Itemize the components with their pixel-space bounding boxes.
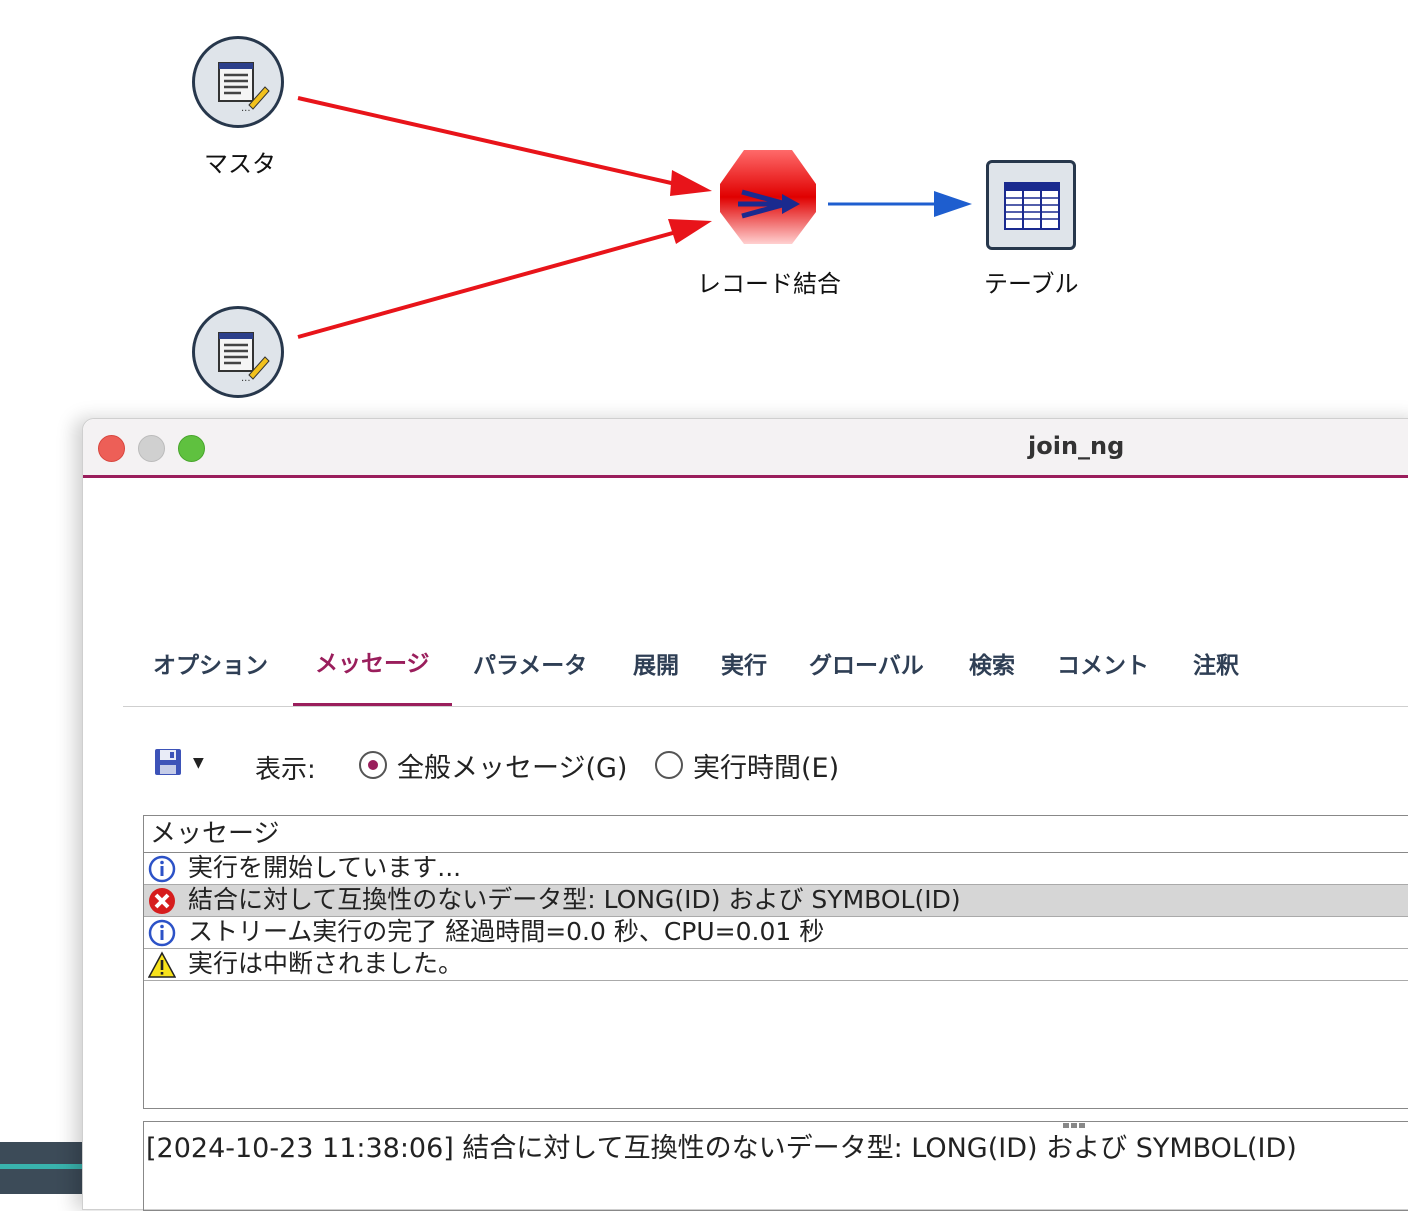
message-detail-pane: [2024-10-23 11:38:06] 結合に対して互換性のないデータ型: … [143, 1121, 1408, 1211]
tab-deploy[interactable]: 展開 [633, 653, 679, 679]
tab-annotations[interactable]: 注釈 [1193, 653, 1239, 679]
stream-canvas[interactable]: ... マスタ ... [0, 0, 1408, 420]
stream-links [297, 96, 972, 339]
pane-splitter-handle[interactable] [1063, 1113, 1093, 1128]
general-messages-label[interactable]: 全般メッセージ(G) [397, 753, 628, 784]
tab-bar: オプション メッセージ パラメータ 展開 実行 グローバル 検索 コメント 注釈 [123, 644, 1408, 707]
link-master-to-merge[interactable] [297, 96, 712, 196]
table-output-node[interactable] [986, 160, 1076, 250]
merge-node-label: レコード結合 [697, 270, 841, 298]
second-source-node[interactable]: ... [192, 306, 284, 398]
message-row[interactable]: 実行は中断されました。 [144, 949, 1408, 981]
tab-execution[interactable]: 実行 [721, 653, 767, 679]
svg-text:...: ... [241, 373, 251, 384]
table-icon [1004, 182, 1060, 230]
message-column-header[interactable]: メッセージ [144, 816, 1408, 853]
info-icon [148, 919, 176, 947]
save-icon[interactable] [153, 747, 183, 777]
message-text: ストリーム実行の完了 経過時間=0.0 秒、CPU=0.01 秒 [188, 917, 825, 946]
window-titlebar[interactable]: join_ng [83, 419, 1408, 478]
general-messages-radio[interactable] [359, 751, 387, 779]
execution-time-radio[interactable] [655, 751, 683, 779]
master-source-node[interactable]: ... [192, 36, 284, 128]
message-detail-text: [2024-10-23 11:38:06] 結合に対して互換性のないデータ型: … [146, 1133, 1297, 1164]
background-taskbar [0, 1142, 82, 1194]
warning-icon [148, 951, 176, 978]
link-merge-to-table[interactable] [828, 191, 972, 217]
window-title: join_ng [1028, 432, 1125, 460]
tab-messages[interactable]: メッセージ [293, 644, 452, 706]
error-icon [149, 888, 175, 914]
minimize-window-button[interactable] [138, 435, 165, 462]
message-row[interactable]: ストリーム実行の完了 経過時間=0.0 秒、CPU=0.01 秒 [144, 917, 1408, 949]
merge-icon [738, 189, 800, 219]
message-text: 実行を開始しています... [188, 853, 462, 882]
message-table[interactable]: メッセージ 実行を開始しています... 結合に対して互換性のないデータ型: LO… [143, 815, 1408, 1109]
message-row[interactable]: 結合に対して互換性のないデータ型: LONG(ID) および SYMBOL(ID… [144, 885, 1408, 917]
show-label: 表示: [255, 755, 316, 785]
info-icon [148, 855, 176, 883]
tab-globals[interactable]: グローバル [809, 653, 924, 679]
close-window-button[interactable] [98, 435, 125, 462]
master-node-label: マスタ [204, 150, 276, 178]
execution-time-label[interactable]: 実行時間(E) [693, 753, 840, 784]
tab-comments[interactable]: コメント [1057, 653, 1149, 679]
tab-parameters[interactable]: パラメータ [473, 653, 588, 679]
message-row[interactable]: 実行を開始しています... [144, 853, 1408, 885]
edit-document-icon: ... [218, 62, 270, 114]
stream-properties-window: join_ng オプション メッセージ パラメータ 展開 実行 グローバル 検索… [82, 418, 1408, 1211]
tab-options[interactable]: オプション [153, 653, 268, 679]
message-text: 結合に対して互換性のないデータ型: LONG(ID) および SYMBOL(ID… [188, 885, 961, 914]
maximize-window-button[interactable] [178, 435, 205, 462]
message-text: 実行は中断されました。 [188, 949, 464, 978]
edit-document-icon: ... [218, 332, 270, 384]
merge-node[interactable] [716, 146, 820, 250]
table-node-label: テーブル [984, 270, 1079, 298]
save-dropdown-icon[interactable]: ▼ [193, 755, 204, 771]
link-second-to-merge[interactable] [297, 219, 712, 339]
tab-search[interactable]: 検索 [969, 653, 1015, 679]
svg-text:...: ... [241, 103, 251, 114]
